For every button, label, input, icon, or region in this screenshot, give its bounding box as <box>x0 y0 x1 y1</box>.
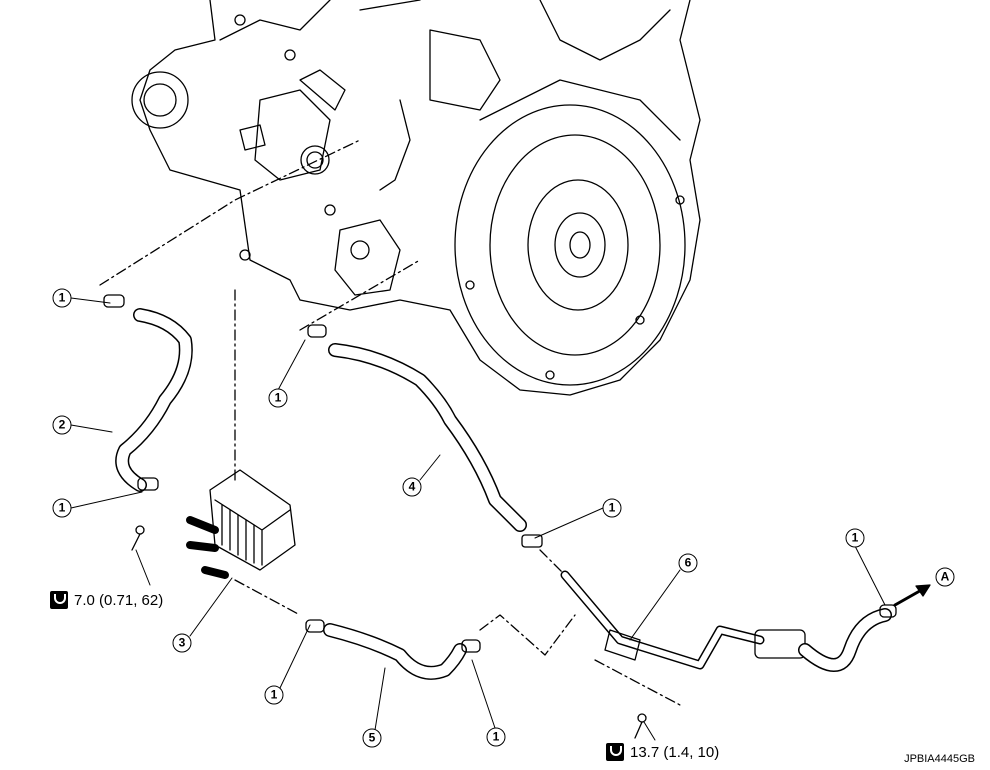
callout-view-a: A <box>935 567 955 587</box>
engine-assembly <box>131 0 701 396</box>
oil-tube-6 <box>560 570 897 739</box>
drive-plate <box>454 104 686 386</box>
hose-2 <box>103 294 193 492</box>
oil-cooler <box>131 469 296 579</box>
figure-code: JPBIA4445GB <box>904 753 975 765</box>
callout-clamp: 1 <box>268 388 288 408</box>
torque-value: 7.0 (0.71, 62) <box>74 591 164 609</box>
callout-oil-cooler-3: 3 <box>172 633 192 653</box>
torque-value: 13.7 (1.4, 10) <box>630 743 720 761</box>
callout-clamp: 1 <box>52 288 72 308</box>
direction-arrow <box>893 584 931 607</box>
torque-spec-2: 13.7 (1.4, 10) <box>606 743 719 761</box>
torque-wrench-icon <box>606 743 624 761</box>
callout-clamp: 1 <box>602 498 622 518</box>
callout-clamp: 1 <box>52 498 72 518</box>
assembly-guide-lines <box>99 139 681 706</box>
hose-4 <box>307 324 543 548</box>
callout-tube-6: 6 <box>678 553 698 573</box>
leader-lines <box>70 297 886 741</box>
callout-clamp: 1 <box>845 528 865 548</box>
callout-hose-5: 5 <box>362 728 382 748</box>
hose-5 <box>305 619 481 680</box>
callout-hose-4: 4 <box>402 477 422 497</box>
callout-clamp: 1 <box>486 727 506 747</box>
torque-spec-1: 7.0 (0.71, 62) <box>50 591 163 609</box>
callout-clamp: 1 <box>264 685 284 705</box>
callout-hose-2: 2 <box>52 415 72 435</box>
torque-wrench-icon <box>50 591 68 609</box>
